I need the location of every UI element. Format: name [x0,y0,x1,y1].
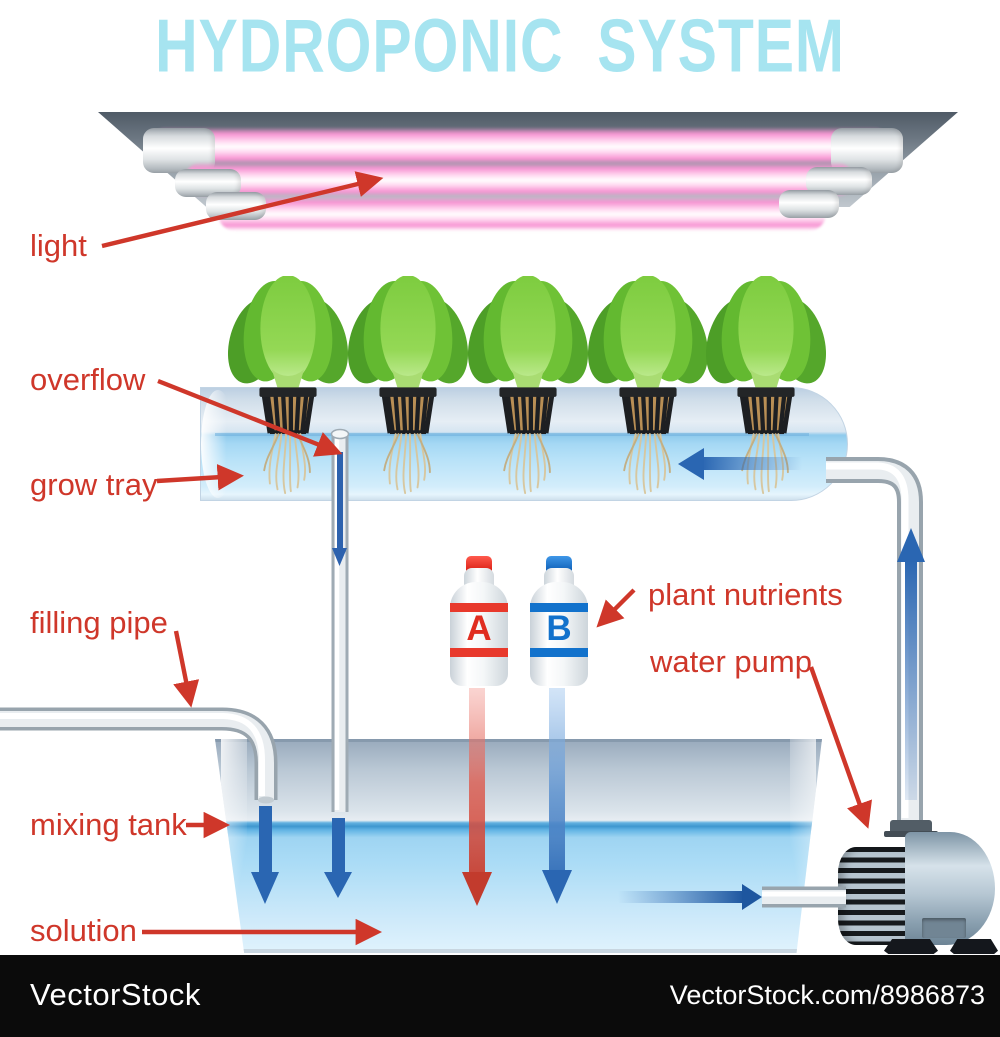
bottle-b-band [530,648,588,657]
bottle-b-letter: B [546,609,572,648]
pump-foot [884,939,938,954]
vectorstock-image-ref: VectorStock.com/8986873 [669,980,985,1010]
label-water-pump: water pump [650,644,812,679]
tray-open-end [201,390,235,498]
label-solution: solution [30,913,137,948]
tray-water-surface [215,433,810,436]
lamp-tube-glow [185,162,853,197]
arrow-water-pump [808,666,872,829]
bottle-a-band [450,603,508,612]
tank-left-wall [221,739,247,953]
tank-rim [215,739,822,742]
water-pump-ribs [838,847,908,945]
label-light: light [30,228,87,263]
tank-right-wall [790,739,816,953]
bottle-a-letter: A [466,609,492,648]
lamp-tube-glow [218,196,826,231]
nutrient-bottle-a: A [450,582,508,686]
lamp-tube-cap [779,190,839,218]
bottle-b-band [530,603,588,612]
bottle-a-band [450,648,508,657]
page-title: HYDROPONIC SYSTEM [155,3,845,89]
tank-floor [215,949,822,953]
lamp-tube-glow [150,127,890,165]
label-plant-nutrients: plant nutrients [648,577,843,612]
mixing-tank [215,739,822,953]
arrow-filling-pipe [173,630,200,708]
pump-label-plate [922,918,966,938]
arrow-plant-nutrients [596,588,636,628]
flow-arrow-pump-up [897,528,925,800]
label-overflow: overflow [30,362,146,397]
vectorstock-logo: VectorStock [30,977,201,1012]
label-grow-tray: grow tray [30,467,158,502]
grow-tray [200,387,848,501]
pump-foot [950,939,998,954]
watermark-bar: VectorStock VectorStock.com/8986873 [0,955,1000,1037]
label-filling-pipe: filling pipe [30,605,168,640]
pump-return-pipe [826,457,923,820]
lamp-tube-cap [206,192,266,220]
nutrient-bottle-b: B [530,582,588,686]
label-mixing-tank: mixing tank [30,807,187,842]
